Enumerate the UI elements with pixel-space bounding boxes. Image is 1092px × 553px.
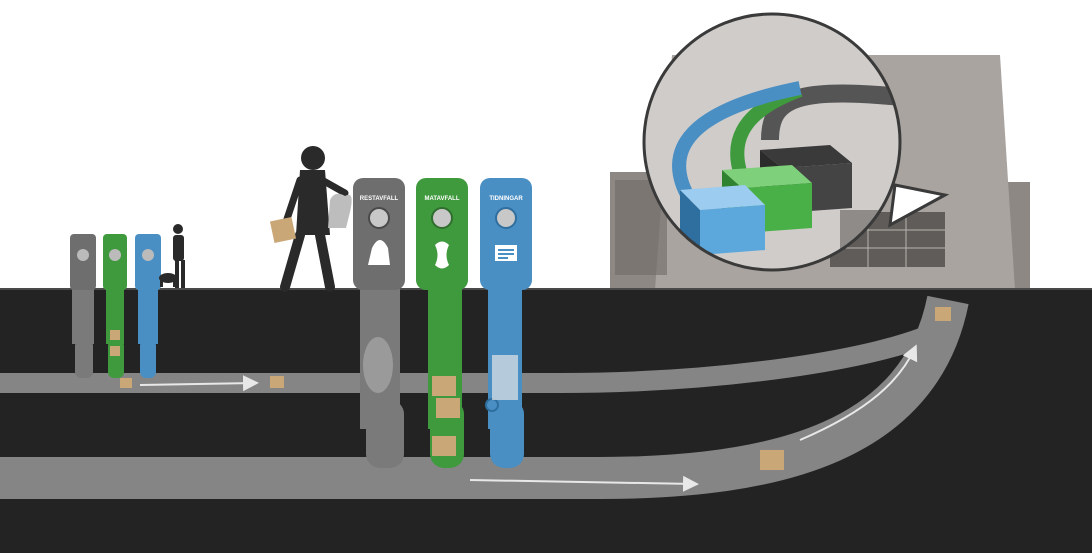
bin-restavfall-label: RESTAVFALL xyxy=(360,196,399,202)
bin-tidningar-label: TIDNINGAR xyxy=(489,196,523,202)
bin-matavfall: MATAVFALL xyxy=(416,178,468,290)
person-with-dog-silhouette xyxy=(159,224,185,288)
paper-bag xyxy=(270,217,296,243)
newspaper-icon xyxy=(495,245,517,261)
person-carrying-bags-silhouette xyxy=(270,146,352,287)
bin-tidningar: TIDNINGAR xyxy=(480,178,532,290)
trash-bag xyxy=(328,194,352,228)
small-waste-inlets xyxy=(70,234,161,290)
bin-restavfall: RESTAVFALL xyxy=(353,178,405,290)
bin-matavfall-label: MATAVFALL xyxy=(425,196,460,202)
